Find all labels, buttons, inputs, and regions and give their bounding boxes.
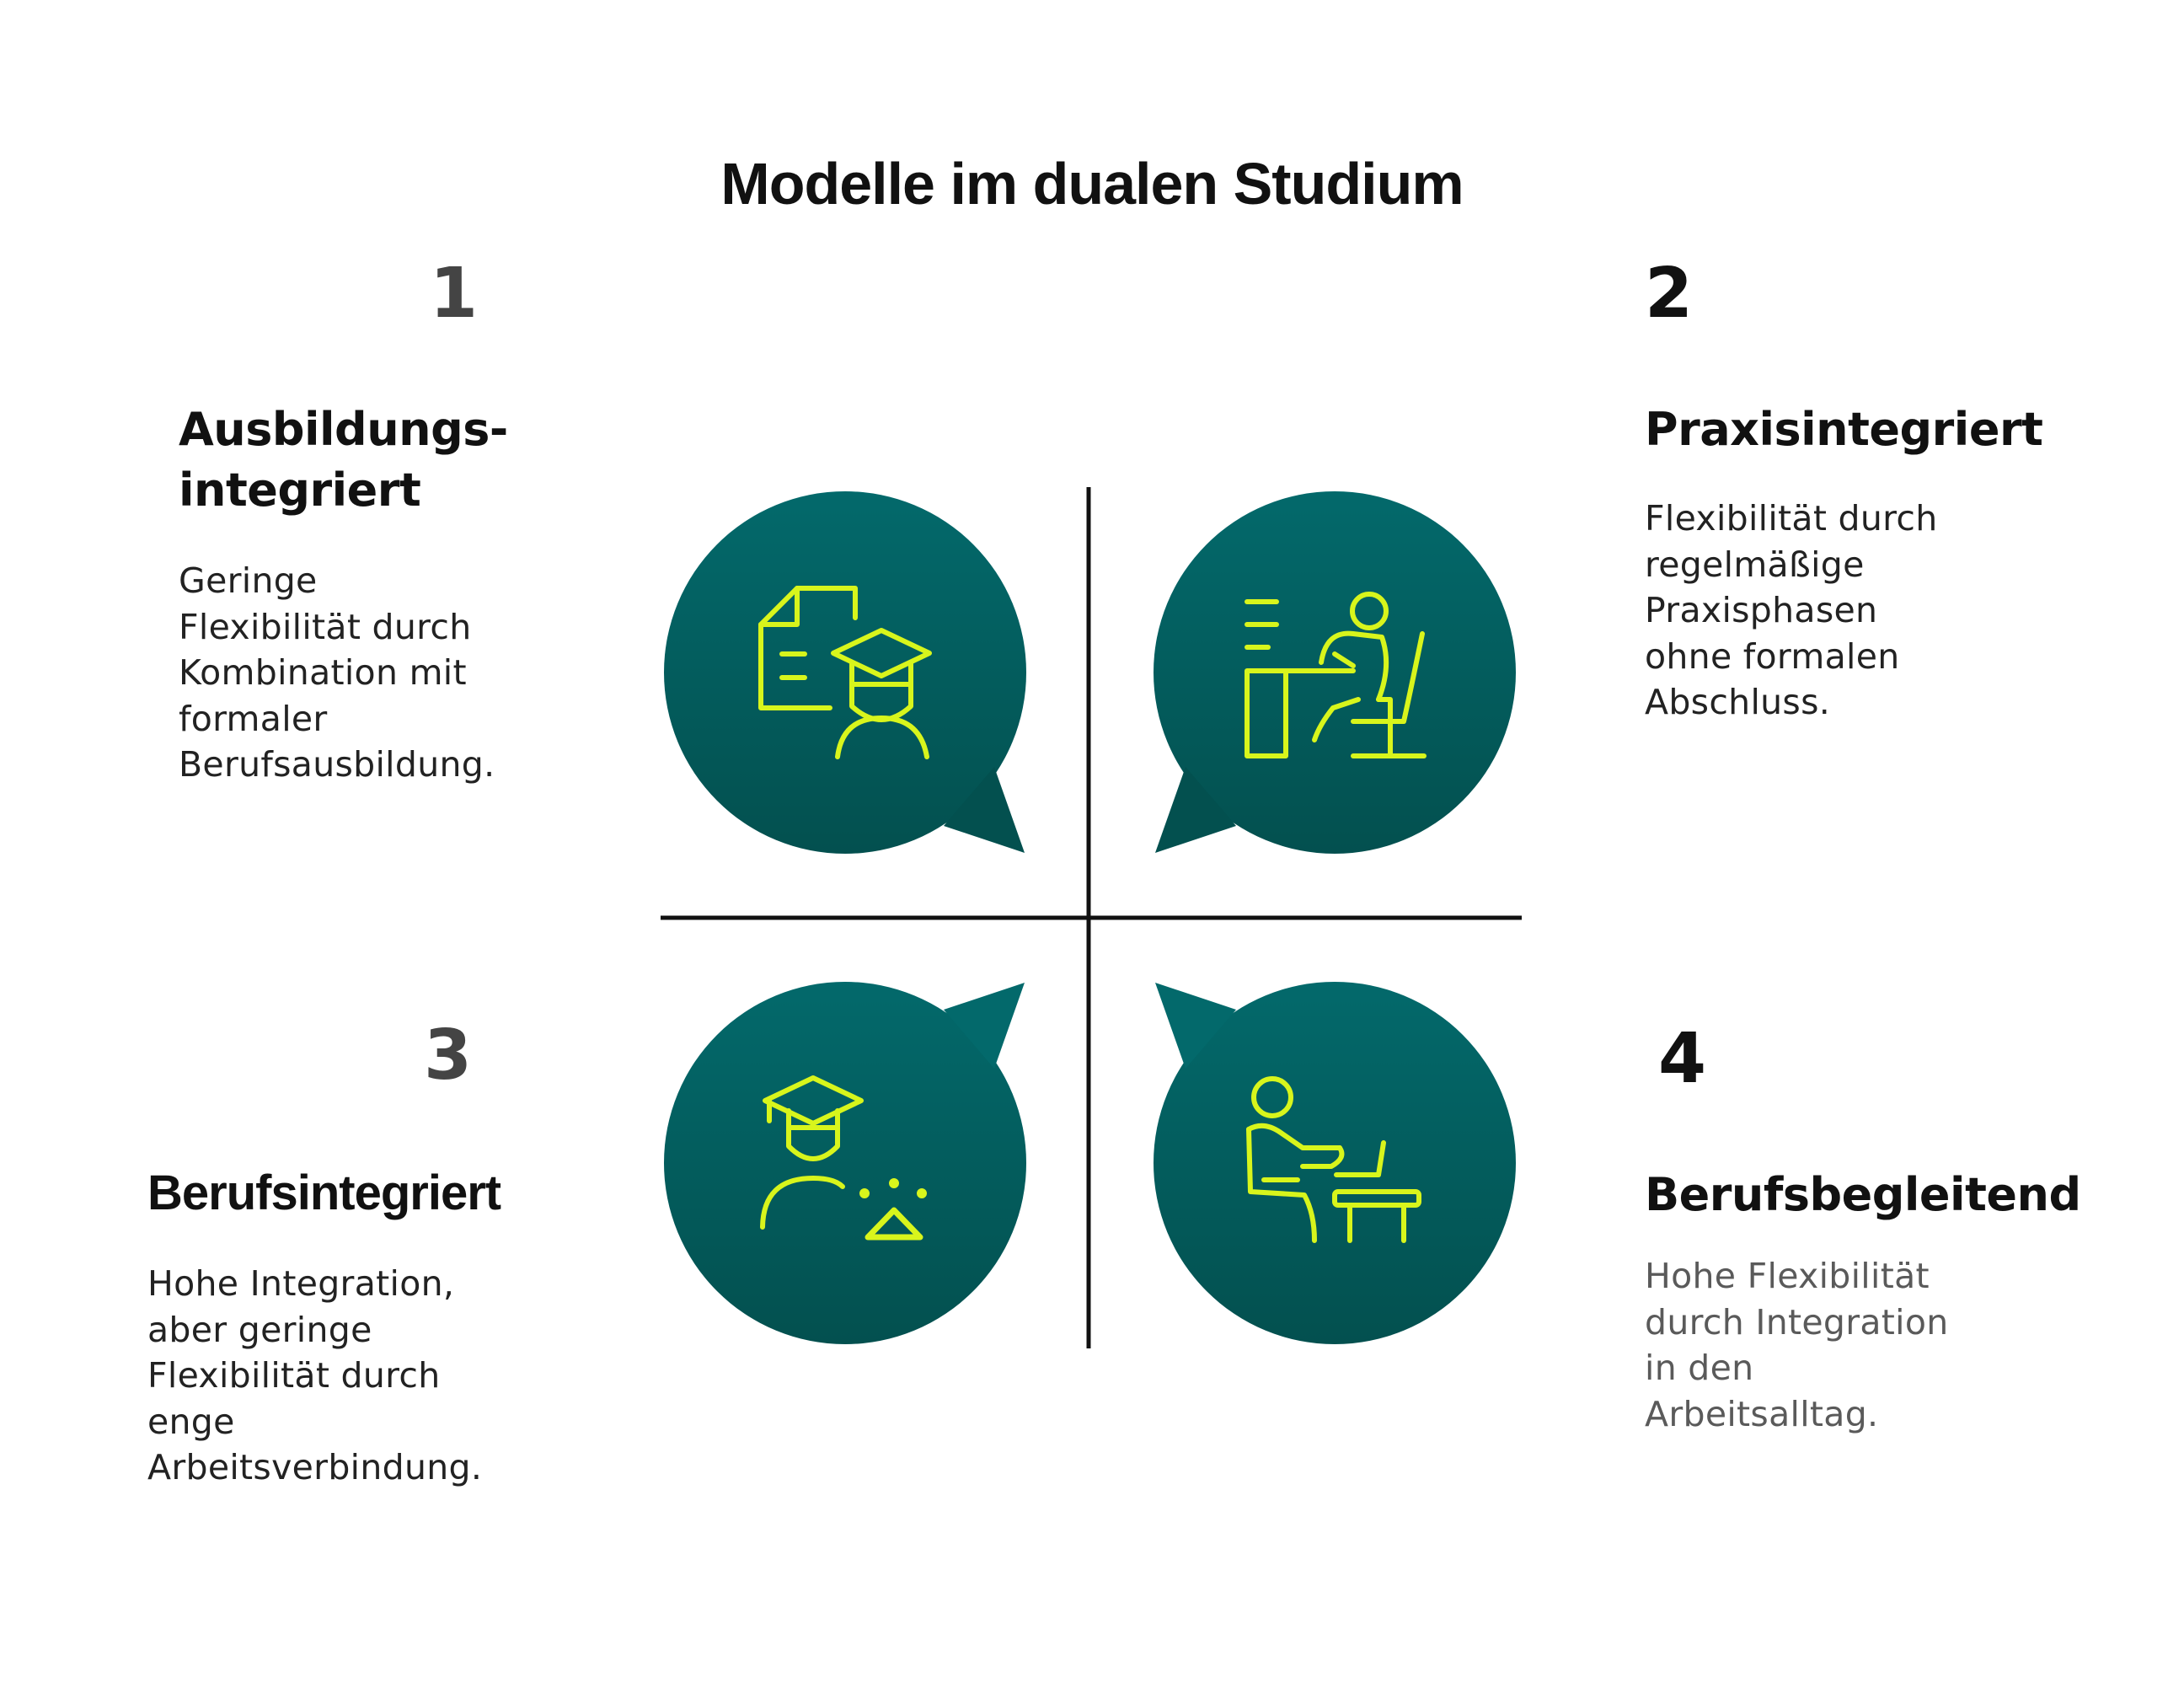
quadrant-2-heading: Praxisintegriert bbox=[1645, 403, 2043, 456]
person-at-desk-icon bbox=[1245, 592, 1427, 758]
quadrant-1-heading: Ausbildungs- integriert bbox=[179, 403, 508, 517]
bubble-1 bbox=[664, 491, 1026, 854]
document-graduate-icon bbox=[758, 586, 932, 759]
quadrant-4-description: Hohe Flexibilität durch Integration in d… bbox=[1645, 1256, 1949, 1434]
quadrant-2-description: Flexibilität durch regelmäßige Praxispha… bbox=[1645, 498, 1938, 722]
graduate-idea-icon bbox=[760, 1075, 927, 1241]
quadrant-3-description: Hohe Integration, aber geringe Flexibili… bbox=[147, 1263, 483, 1487]
quadrant-3-number: 3 bbox=[424, 1016, 473, 1096]
person-at-laptop-icon bbox=[1246, 1076, 1421, 1243]
bubble-3 bbox=[664, 982, 1026, 1344]
page-title: Modelle im dualen Studium bbox=[720, 151, 1464, 217]
quadrant-4-number: 4 bbox=[1658, 1019, 1707, 1099]
quadrant-1-number: 1 bbox=[430, 254, 479, 334]
quadrant-3-heading: Berufsintegriert bbox=[147, 1166, 501, 1220]
quadrant-4-heading: Berufsbegleitend bbox=[1645, 1168, 2081, 1221]
quadrant-1-description: Geringe Flexibilität durch Kombination m… bbox=[179, 560, 495, 785]
quadrant-2-number: 2 bbox=[1645, 254, 1694, 334]
